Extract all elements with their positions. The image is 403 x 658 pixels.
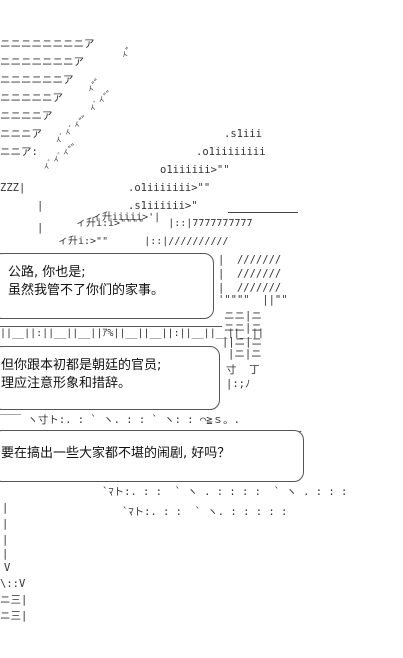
art-line: | — [2, 534, 9, 546]
art-line: ニニ|ニ — [224, 322, 262, 334]
art-rule — [0, 326, 222, 327]
art-line: ||__||:||__||__||ｱ%||__||__||:||__||__||… — [0, 328, 264, 339]
art-line: ィ升i:>"" |::|////////// — [58, 236, 229, 247]
speech-bubble-3: 要在搞出一些大家都不堪的闹剧, 好吗？ — [0, 430, 304, 482]
art-line: V — [4, 562, 11, 574]
art-line: ィ升iiiii>'| — [92, 212, 161, 223]
art-line: ニニア: — [0, 146, 38, 158]
bubble-text-line: 要在搞出一些大家都不堪的闹剧, 好吗？ — [1, 446, 231, 461]
art-line: ニニニア — [0, 128, 42, 140]
art-line: ニニニニニア — [0, 92, 63, 104]
art-line: .s1iii — [224, 128, 262, 140]
diagonal-line: ィ" — [118, 45, 134, 61]
art-line: | — [2, 502, 9, 514]
art-line: ニニニニア — [0, 110, 53, 122]
art-line: | — [2, 548, 9, 560]
art-line: .s1iiiiii>" — [128, 200, 198, 212]
bubble-text-line: 虽然我管不了你们的家事。 — [8, 283, 165, 298]
bubble-text-line: 理应注意形象和措辞。 — [1, 376, 132, 391]
art-line: ￣￣ ヽ寸ト:. : ` ヽ. : : ` ヽ: : ⌒≧ｓ。. — [0, 414, 240, 426]
art-line: ニニ|ニ — [224, 310, 262, 322]
art-line: | — [18, 200, 44, 212]
art-line: ニニニニニニア — [0, 74, 74, 86]
bubble-text-line: 公路, 你也是; — [8, 265, 86, 280]
speech-bubble-2: 但你跟本初都是朝廷的官员; 理应注意形象和措辞。 — [0, 346, 220, 410]
art-line: ZZZ| — [0, 182, 26, 194]
art-line: | /////// — [218, 268, 282, 280]
art-line: o1iiiiii>"" — [160, 164, 230, 176]
art-line: 寸 丁 — [226, 364, 260, 376]
art-line: |ニ|ニ — [228, 348, 262, 360]
art-line: ニ三| — [0, 594, 28, 606]
art-line: ィ升i:i>"""" |::|7777777777 — [76, 218, 253, 229]
art-line: .o1iiiiiii>"" — [128, 182, 211, 194]
art-line: | — [2, 518, 9, 530]
art-line: '"""" ||"" — [218, 294, 288, 306]
art-rule — [228, 212, 298, 213]
art-line: .o1iiiiiiii — [196, 146, 266, 158]
art-line: `ﾏト:. : : ` ヽ. : : : : : — [122, 506, 288, 518]
art-line: ニ三| — [0, 610, 28, 622]
speech-bubble-1: 公路, 你也是; 虽然我管不了你们的家事。 — [0, 253, 214, 319]
art-line: ニニニニニニニア — [0, 56, 84, 68]
art-line: \::V — [0, 578, 26, 590]
art-line: | /////// — [218, 282, 282, 294]
art-line: |:;ﾉ — [226, 378, 251, 390]
art-line: | — [18, 222, 44, 234]
art-line: `ﾏト:. : : ` ヽ . : : : : ` ヽ . : : : — [102, 486, 348, 498]
bubble-text-line: 但你跟本初都是朝廷的官员; — [1, 358, 162, 373]
art-line: ニニニニニニニニア — [0, 38, 95, 50]
art-line: ||ニ|ニ — [222, 336, 262, 348]
art-line: | /////// — [218, 254, 282, 266]
